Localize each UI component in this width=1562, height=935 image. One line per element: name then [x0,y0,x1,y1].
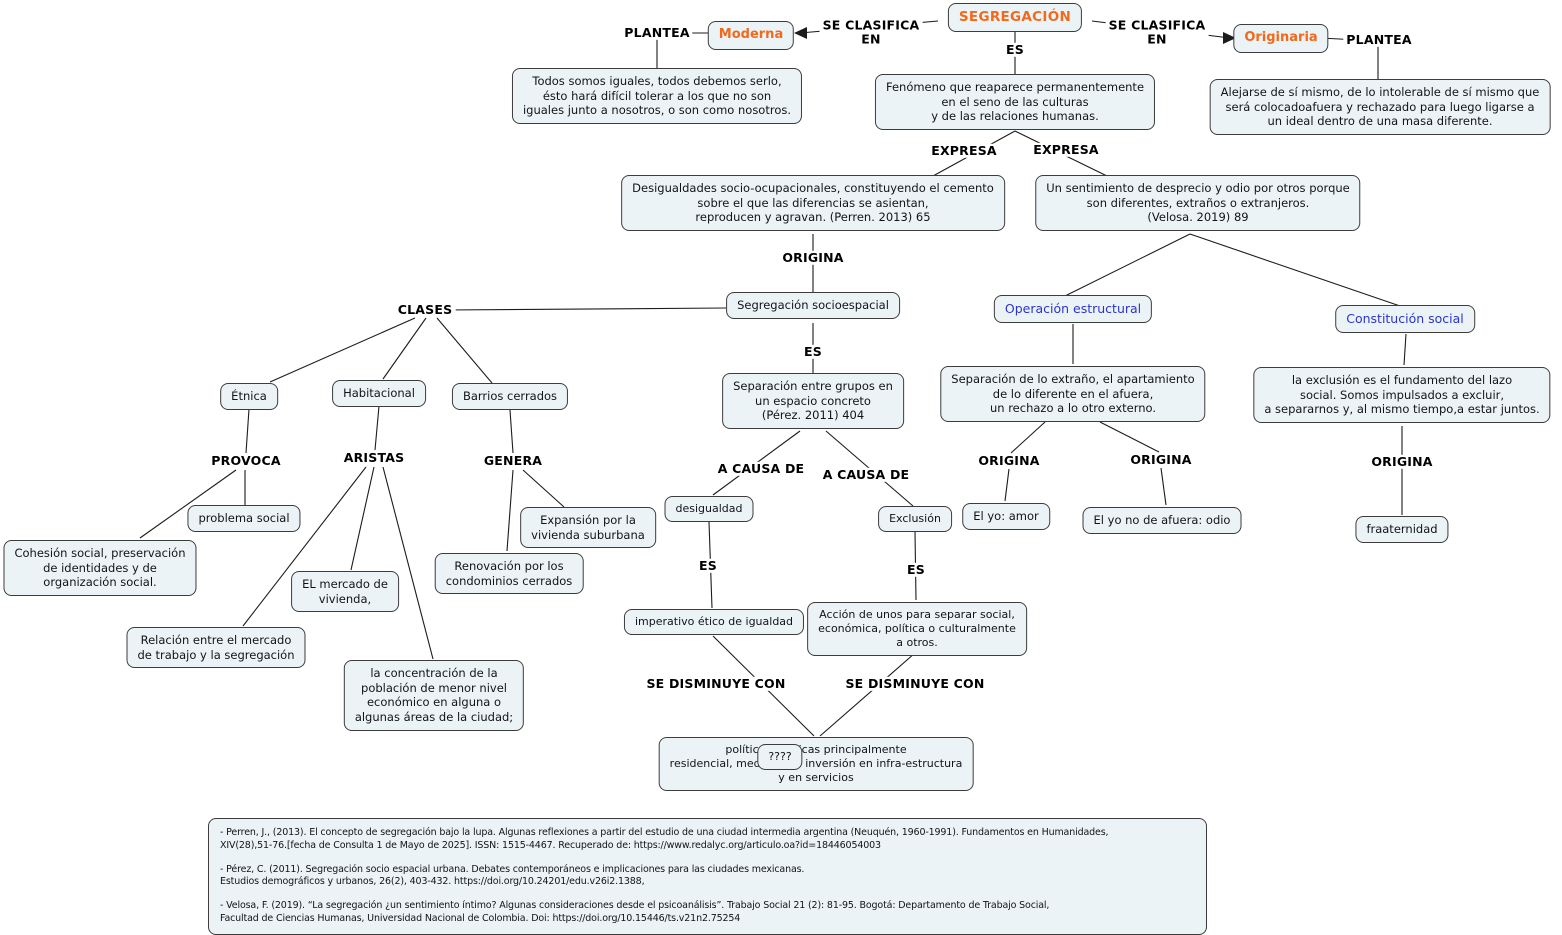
arrowhead-right-icon [1223,32,1236,44]
edge-label-origina-amor: ORIGINA [975,453,1043,469]
edge-label-se-disminuye-right: SE DISMINUYE CON [842,676,988,692]
edge-label-origina-main: ORIGINA [779,250,847,266]
node-desigualdades[interactable]: Desigualdades socio-ocupacionales, const… [621,175,1005,232]
node-expansion-suburbana[interactable]: Expansión por la vivienda suburbana [520,507,656,549]
edge-label-se-clasifica-right: SE CLASIFICA EN [1105,18,1209,48]
node-segregacion[interactable]: SEGREGACIÓN [947,3,1083,33]
node-yo-odio[interactable]: El yo no de afuera: odio [1082,507,1242,534]
node-quote-moderna[interactable]: Todos somos iguales, todos debemos serlo… [511,68,803,125]
node-habitacional[interactable]: Habitacional [332,380,426,407]
node-separacion-grupos[interactable]: Separación entre grupos en un espacio co… [722,373,904,430]
reference-perez: - Pérez, C. (2011). Segregación socio es… [220,863,805,888]
node-operacion-estructural[interactable]: Operación estructural [993,295,1153,323]
node-mercado-vivienda[interactable]: EL mercado de vivienda, [291,571,399,613]
node-politicas-publicas[interactable]: políticas públicas principalmente reside… [658,737,974,792]
edge-label-aristas: ARISTAS [340,450,408,466]
node-desigualdad[interactable]: desigualdad [664,496,754,523]
edge-label-provoca: PROVOCA [208,453,284,469]
node-yo-amor[interactable]: El yo: amor [962,503,1050,530]
edge-label-origina-odio: ORIGINA [1127,452,1195,468]
node-accion-separar[interactable]: Acción de unos para separar social, econ… [807,602,1027,657]
node-concentracion[interactable]: la concentración de la población de meno… [343,660,525,731]
edge-label-plantea-right: PLANTEA [1343,32,1415,48]
node-imperativo-etico[interactable]: imperativo ético de igualdad [623,609,805,636]
node-constitucion-social[interactable]: Constitución social [1335,305,1475,333]
node-exclusion[interactable]: Exclusión [878,506,952,533]
edge-label-se-clasifica-left: SE CLASIFICA EN [819,18,923,48]
edge-label-es-desigualdad: ES [696,558,720,574]
node-moderna[interactable]: Moderna [707,21,795,50]
edge-label-genera: GENERA [480,453,546,469]
edge-label-es-top: ES [1003,42,1027,58]
node-segregacion-socioespacial[interactable]: Segregación socioespacial [726,292,900,319]
node-originaria[interactable]: Originaria [1233,24,1329,53]
edge-label-a-causa-right: A CAUSA DE [819,467,913,483]
edge-label-a-causa-left: A CAUSA DE [714,461,808,477]
arrowhead-left-icon [794,27,807,39]
edge-label-clases: CLASES [394,302,456,318]
node-renovacion-condominios[interactable]: Renovación por los condominios cerrados [434,553,584,595]
node-etnica[interactable]: Étnica [220,383,278,410]
node-fraternidad[interactable]: fraaternidad [1355,516,1449,543]
references-box[interactable]: - Perren, J., (2013). El concepto de seg… [208,818,1207,935]
node-problema-social[interactable]: problema social [187,505,301,532]
edge-label-expresa-right: EXPRESA [1030,142,1102,158]
node-quote-originaria[interactable]: Alejarse de sí mismo, de lo intolerable … [1209,79,1551,136]
edge-label-expresa-left: EXPRESA [928,143,1000,159]
node-exclusion-fundamento[interactable]: la exclusión es el fundamento del lazo s… [1253,367,1551,424]
reference-velosa: - Velosa, F. (2019). “La segregación ¿un… [220,900,1050,925]
node-relacion-mercado[interactable]: Relación entre el mercado de trabajo y l… [126,627,306,669]
edge-label-es-socio: ES [801,344,825,360]
edge-label-se-disminuye-left: SE DISMINUYE CON [643,676,789,692]
edge-label-plantea-left: PLANTEA [621,25,693,41]
node-fenomeno[interactable]: Fenómeno que reaparece permanentemente e… [874,74,1156,131]
node-barrios-cerrados[interactable]: Barrios cerrados [451,383,569,410]
node-cohesion-social[interactable]: Cohesión social, preservación de identid… [3,540,197,597]
edge-label-es-exclusion: ES [904,562,928,578]
reference-perren: - Perren, J., (2013). El concepto de seg… [220,827,1109,851]
node-unknown-placeholder[interactable]: ???? [757,744,803,771]
edge-label-origina-fraternidad: ORIGINA [1368,454,1436,470]
node-sentimiento[interactable]: Un sentimiento de desprecio y odio por o… [1035,175,1361,232]
node-separacion-extrano[interactable]: Separación de lo extraño, el apartamient… [940,366,1206,423]
